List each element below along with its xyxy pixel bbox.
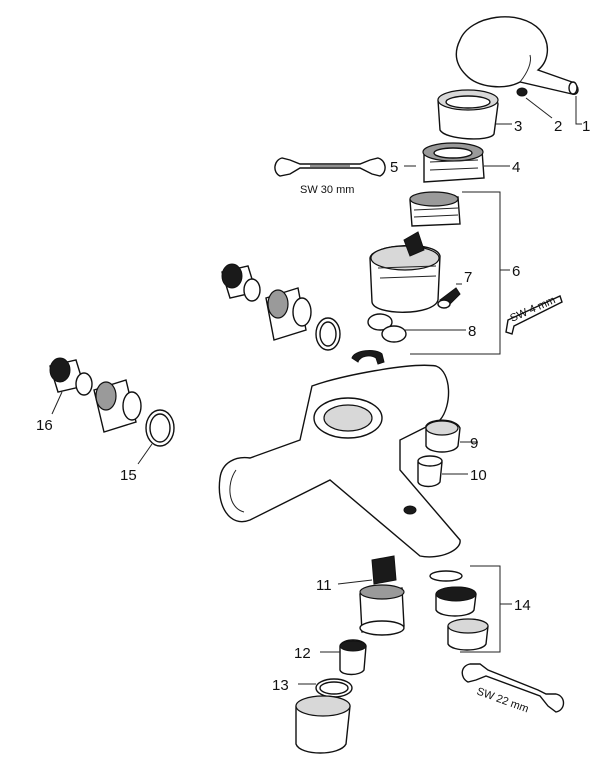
tool-label-sw4: SW 4 mm bbox=[508, 294, 557, 325]
part-10-sleeve bbox=[417, 455, 443, 488]
callout-2: 2 bbox=[554, 118, 562, 135]
callout-7: 7 bbox=[464, 269, 472, 286]
callout-8: 8 bbox=[468, 323, 476, 340]
hex-key-sw4 bbox=[505, 295, 563, 335]
part-7-screw bbox=[437, 287, 461, 309]
part-8-seals bbox=[351, 313, 407, 365]
callout-10: 10 bbox=[470, 467, 487, 484]
part-9-cap bbox=[425, 419, 461, 453]
callout-4: 4 bbox=[512, 159, 520, 176]
callout-16: 16 bbox=[36, 417, 53, 434]
callout-14: 14 bbox=[514, 597, 531, 614]
spout-sleeve bbox=[295, 695, 351, 754]
part-6-cartridge bbox=[369, 191, 461, 313]
part-4-locking-nut bbox=[422, 142, 485, 183]
mixer-body bbox=[218, 364, 461, 558]
callout-1: 1 bbox=[582, 118, 590, 135]
callout-6: 6 bbox=[512, 263, 520, 280]
callout-5: 5 bbox=[390, 159, 398, 176]
wrench-sw22 bbox=[461, 663, 565, 713]
callout-13: 13 bbox=[272, 677, 289, 694]
part-11-diverter bbox=[359, 555, 405, 636]
bracket-6 bbox=[410, 191, 501, 355]
callout-11: 11 bbox=[316, 577, 332, 594]
callout-9: 9 bbox=[470, 435, 478, 452]
tool-label-sw30: SW 30 mm bbox=[300, 184, 354, 196]
part-5-wrench-sw30 bbox=[274, 157, 386, 177]
part-3-cover-ring bbox=[437, 89, 499, 140]
part-12-bush bbox=[339, 639, 367, 676]
part-14-aerator bbox=[429, 570, 489, 651]
callout-15: 15 bbox=[120, 467, 137, 484]
part-1-lever-handle bbox=[455, 16, 579, 95]
bracket-14 bbox=[460, 565, 501, 653]
leader-lines bbox=[51, 96, 582, 685]
part-2-grub-screw bbox=[516, 87, 528, 97]
lower-inlet-connectors bbox=[49, 357, 175, 447]
callout-12: 12 bbox=[294, 645, 311, 662]
part-13-o-ring bbox=[315, 678, 353, 698]
upper-inlet-connectors bbox=[221, 263, 341, 351]
callout-3: 3 bbox=[514, 118, 522, 135]
